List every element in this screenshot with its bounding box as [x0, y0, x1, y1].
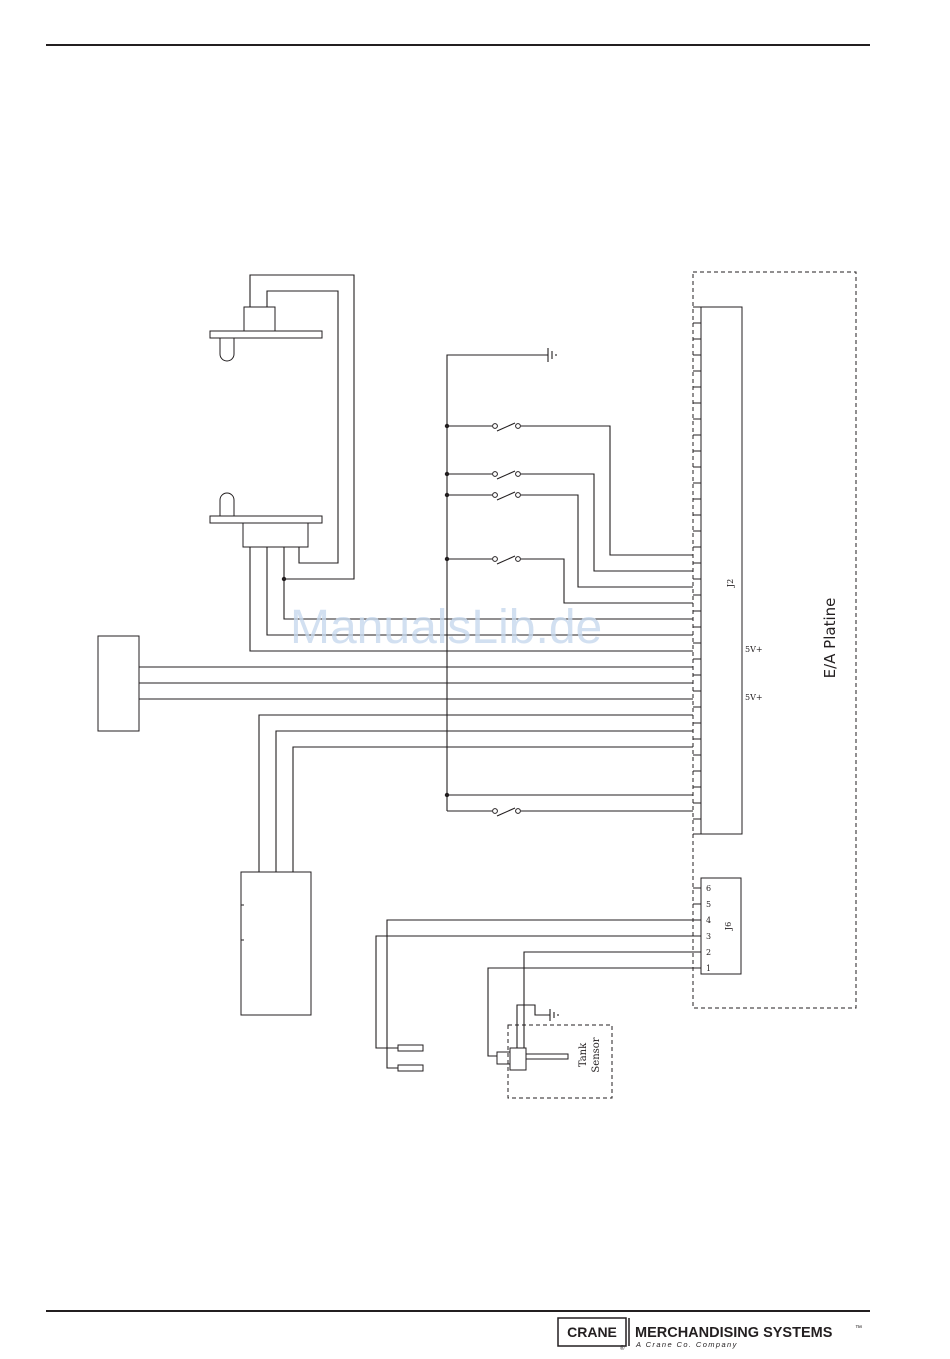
- lower-module: [241, 872, 311, 1015]
- tank-sensor-wire-2: [524, 952, 693, 1048]
- j6-pin-3: 3: [706, 932, 711, 941]
- tank-ground-wire: [517, 1005, 550, 1048]
- j2-label: J2: [726, 579, 735, 588]
- voltage-label-2: 5V+: [745, 693, 763, 702]
- probe-pin-b: [398, 1065, 423, 1071]
- switch-5: [447, 808, 693, 816]
- j6-pin-2: 2: [706, 948, 711, 957]
- j6-pin-ticks: [693, 888, 701, 968]
- voltage-label-1: 5V+: [745, 645, 763, 654]
- crane-logo: CRANE ®: [558, 1318, 626, 1352]
- j6-label: J6: [724, 922, 733, 931]
- probe-pin-a: [398, 1045, 423, 1051]
- left-module: [98, 636, 139, 731]
- watermark: ManualsLib.de: [290, 601, 602, 654]
- logo-registered: ®: [620, 1345, 625, 1352]
- upper-sensor-icon: [210, 307, 322, 361]
- probe-wire-a: [387, 920, 693, 1068]
- left-module-wires: [139, 667, 693, 699]
- ground-symbol-tank: [550, 1009, 558, 1021]
- lower-module-wire-1: [259, 715, 693, 872]
- switch-1: [447, 423, 693, 555]
- switch-4: [447, 556, 693, 603]
- j6-pin-4: 4: [706, 916, 711, 925]
- switch-3: [447, 492, 693, 587]
- logo-company: MERCHANDISING SYSTEMS: [635, 1325, 833, 1341]
- switch-2: [447, 471, 693, 571]
- upper-sensor-wire-b: [267, 291, 338, 563]
- j6-pin-6: 6: [706, 884, 711, 893]
- lower-module-wire-2: [276, 731, 693, 872]
- j6-pin-5: 5: [706, 900, 711, 909]
- common-bus: [447, 355, 548, 811]
- lower-sensor-icon: [210, 493, 322, 547]
- tank-sensor-icon: [497, 1048, 568, 1070]
- probe-wire-b: [376, 936, 693, 1048]
- j2-connector: [701, 307, 742, 834]
- j2-pins: [693, 307, 701, 834]
- ground-symbol-top: [548, 348, 556, 362]
- logo-brand: CRANE: [567, 1324, 617, 1340]
- j6-pin-1: 1: [706, 964, 711, 973]
- tank-sensor-label-2: Sensor: [591, 1037, 602, 1072]
- logo-tm: ™: [855, 1325, 862, 1332]
- board-title: E/A Platine: [821, 598, 839, 679]
- tank-sensor-label-1: Tank: [578, 1042, 589, 1067]
- logo-tagline: A Crane Co. Company: [635, 1340, 738, 1349]
